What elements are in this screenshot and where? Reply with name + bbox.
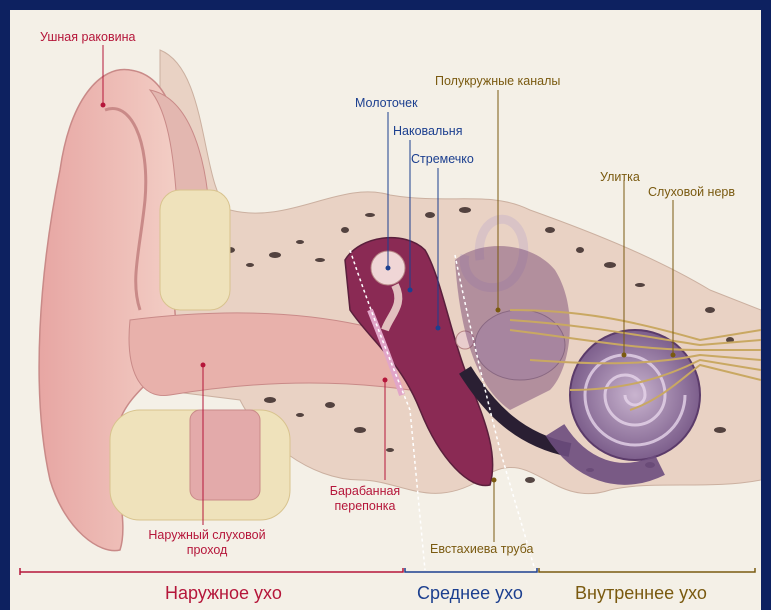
label-malleus: Молоточек [355,96,418,111]
section-middle-ear: Среднее ухо [417,582,523,604]
fat-tissue-upper [160,190,230,310]
label-semicircular-canals: Полукружные каналы [435,74,560,89]
label-ear-canal-line2: проход [132,543,282,558]
label-ear-canal: Наружный слуховой проход [132,528,282,558]
label-cochlea: Улитка [600,170,640,185]
label-eustachian-tube: Евстахиева труба [430,542,534,557]
label-pinna: Ушная раковина [40,30,135,45]
label-eardrum-line2: перепонка [315,499,415,514]
label-ear-canal-line1: Наружный слуховой [132,528,282,543]
section-brackets [20,568,755,575]
label-eardrum: Барабанная перепонка [315,484,415,514]
label-auditory-nerve: Слуховой нерв [648,185,735,200]
label-stapes: Стремечко [411,152,474,167]
label-eardrum-line1: Барабанная [315,484,415,499]
section-outer-ear: Наружное ухо [165,582,282,604]
label-incus: Наковальня [393,124,462,139]
diagram-frame: Ушная раковина Молоточек Наковальня Стре… [10,10,761,610]
section-inner-ear: Внутреннее ухо [575,582,707,604]
cartilage-lower [190,410,260,500]
